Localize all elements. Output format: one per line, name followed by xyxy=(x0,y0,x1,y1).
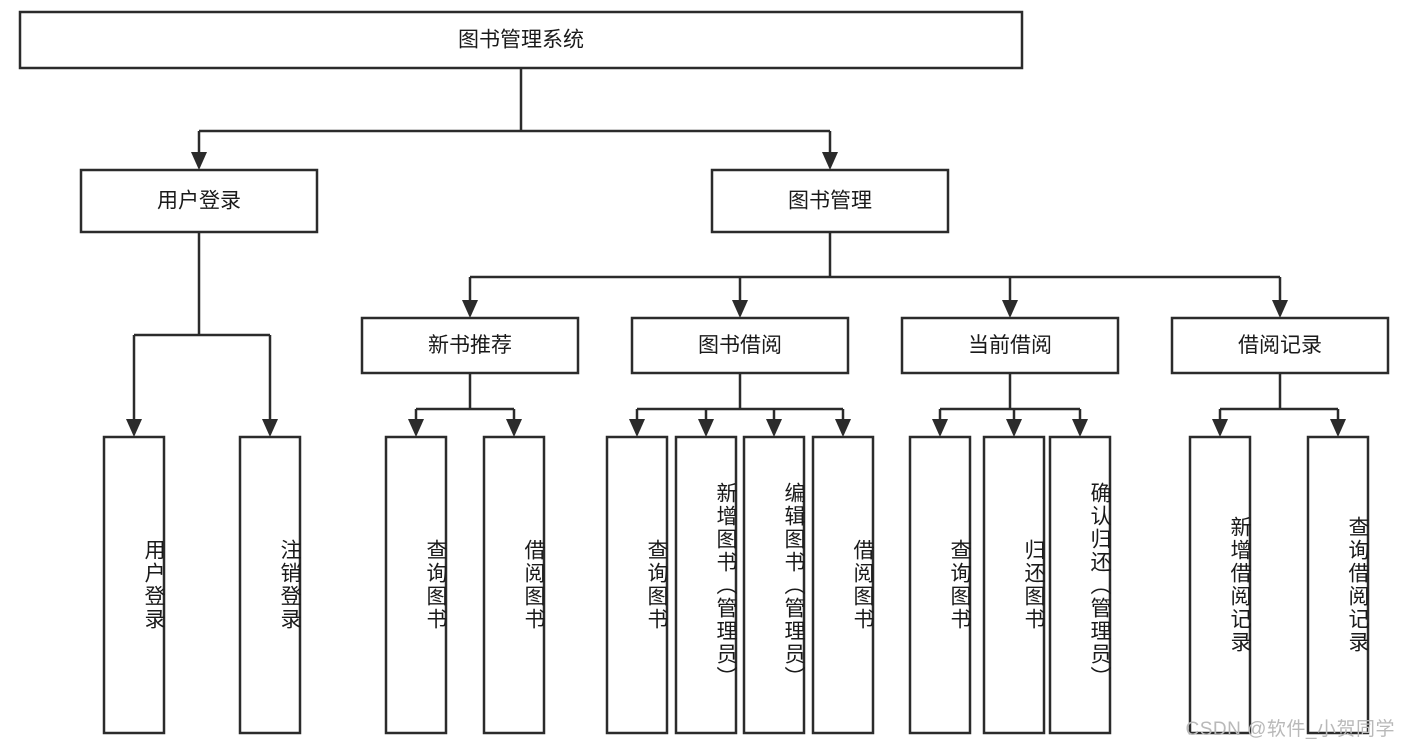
leaf-box-查询借阅记录-12[interactable] xyxy=(1306,435,1370,735)
arrow-down-icon-leaf-3-0 xyxy=(932,419,948,437)
arrow-down-icon-leaf-2-0 xyxy=(629,419,645,437)
node-box-图书管理-l2[interactable] xyxy=(710,168,950,234)
arrow-down-icon-leaf-0-0 xyxy=(126,419,142,437)
leaf-box-注销登录-1[interactable] xyxy=(238,435,302,735)
node-label-当前借阅-l3: 当前借阅 xyxy=(968,334,1052,357)
arrow-down-icon-level3-2 xyxy=(1002,300,1018,318)
leaf-box-借阅图书-7[interactable] xyxy=(811,435,875,735)
arrow-down-icon-leaf-4-0 xyxy=(1212,419,1228,437)
leaf-box-查询图书-2[interactable] xyxy=(384,435,448,735)
leaf-box-查询图书-4[interactable] xyxy=(605,435,669,735)
arrow-down-icon-leaf-2-1 xyxy=(698,419,714,437)
arrow-down-icon-leaf-0-1 xyxy=(262,419,278,437)
leaf-box-新增借阅记录-11[interactable] xyxy=(1188,435,1252,735)
connectors-layer xyxy=(126,68,1346,437)
leaf-box-归还图书-9[interactable] xyxy=(982,435,1046,735)
node-box-借阅记录-l3[interactable] xyxy=(1170,316,1390,375)
arrow-down-icon-leaf-1-0 xyxy=(408,419,424,437)
node-label-图书管理-l2: 图书管理 xyxy=(788,190,872,213)
node-label-root: 图书管理系统 xyxy=(458,29,584,52)
node-label-新书推荐-l3: 新书推荐 xyxy=(428,334,512,357)
node-label-图书借阅-l3: 图书借阅 xyxy=(698,334,782,357)
arrow-down-icon-leaf-3-2 xyxy=(1072,419,1088,437)
node-label-用户登录-l2: 用户登录 xyxy=(157,190,241,213)
arrow-down-icon-level3-3 xyxy=(1272,300,1288,318)
node-label-借阅记录-l3: 借阅记录 xyxy=(1238,334,1322,357)
arrow-down-icon-level3-1 xyxy=(732,300,748,318)
leaf-box-查询图书-8[interactable] xyxy=(908,435,972,735)
node-box-当前借阅-l3[interactable] xyxy=(900,316,1120,375)
leaf-box-用户登录-0[interactable] xyxy=(102,435,166,735)
arrow-down-icon-leaf-3-1 xyxy=(1006,419,1022,437)
node-box-root[interactable] xyxy=(18,10,1024,70)
leaf-box-借阅图书-3[interactable] xyxy=(482,435,546,735)
node-box-图书借阅-l3[interactable] xyxy=(630,316,850,375)
node-box-用户登录-l2[interactable] xyxy=(79,168,319,234)
leaf-box-确认归还管理员-10[interactable] xyxy=(1048,435,1112,735)
arrow-down-icon-level3-0 xyxy=(462,300,478,318)
arrow-down-icon-leaf-4-1 xyxy=(1330,419,1346,437)
boxes-layer xyxy=(18,10,1390,735)
arrow-down-icon-leaf-2-3 xyxy=(835,419,851,437)
arrow-down-icon-level2-0 xyxy=(191,152,207,170)
arrow-down-icon-leaf-1-1 xyxy=(506,419,522,437)
leaf-box-新增图书管理员-5[interactable] xyxy=(674,435,738,735)
arrow-down-icon-leaf-2-2 xyxy=(766,419,782,437)
arrow-down-icon-level2-1 xyxy=(822,152,838,170)
node-box-新书推荐-l3[interactable] xyxy=(360,316,580,375)
leaf-box-编辑图书管理员-6[interactable] xyxy=(742,435,806,735)
csdn-watermark: CSDN @软件_小贺同学 xyxy=(1185,719,1395,740)
